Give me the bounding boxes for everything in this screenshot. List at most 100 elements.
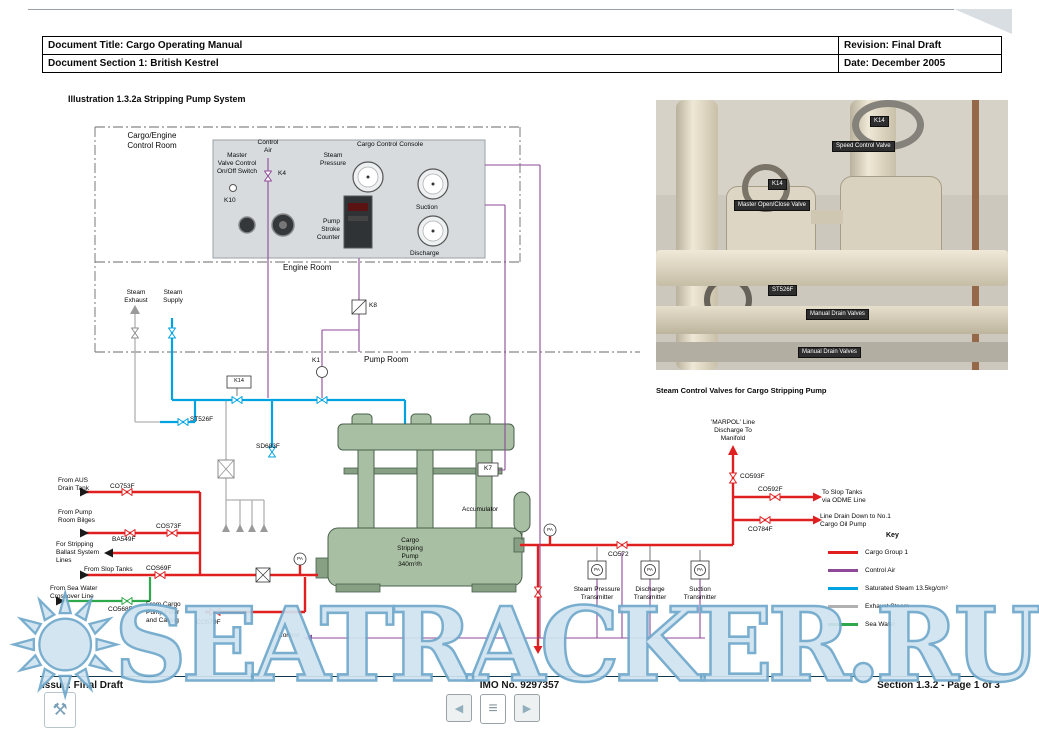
legend-label-sea-water: Sea Water [865, 621, 896, 628]
label-from-sea-water: From Sea Water Crossover Line [50, 585, 98, 601]
footer-imo: IMO No. 9297357 [479, 680, 560, 691]
legend-label-cargo: Cargo Group 1 [865, 549, 908, 556]
label-control-bus: Control [278, 632, 299, 639]
legend-row: Sea Water [828, 621, 1018, 628]
label-suction-transmitter: Suction Transmitter [683, 586, 717, 602]
photo-connecting-pipe [811, 210, 843, 224]
legend-label-steam: Saturated Steam 13.5kg/cm² [865, 585, 948, 592]
steam-control-valves-photo: K14 Speed Control Valve K14 Master Open/… [656, 100, 1008, 370]
footer-rule [40, 676, 1000, 677]
label-steam-exhaust: Steam Exhaust [124, 289, 148, 305]
label-ba549f: BA549F [112, 536, 136, 543]
photo-caption: Steam Control Valves for Cargo Stripping… [656, 386, 827, 395]
label-cos69f: COS69F [146, 565, 172, 572]
stripping-pump-body [315, 413, 531, 593]
label-co568f: CO568F [108, 606, 133, 613]
label-k7: K7 [484, 465, 492, 472]
label-line-drain-down: Line Drain Down to No.1 Cargo Oil Pump [820, 513, 891, 529]
legend-swatch-control-air [828, 569, 858, 572]
photo-label-speed-control-valve: Speed Control Valve [832, 141, 895, 152]
document-revision: Revision: Final Draft [839, 37, 1001, 55]
label-console-title: Cargo Control Console [356, 141, 424, 148]
legend-row: Saturated Steam 13.5kg/cm² [828, 585, 1018, 592]
label-pa-transmitter-1: PA [594, 567, 600, 572]
legend: Key Cargo Group 1 Control Air Saturated … [828, 532, 1018, 639]
label-control-air: Control Air [257, 139, 279, 155]
label-accumulator: Accumulator [462, 506, 499, 513]
document-date: Date: December 2005 [844, 58, 946, 69]
label-from-aus-drain-tank: From AUS Drain Tank [58, 477, 89, 493]
label-from-cargo-pump-filter: From Cargo Pump Filter and Casing [146, 601, 181, 625]
label-k10: K10 [224, 197, 236, 204]
photo-label-k14-top: K14 [870, 116, 889, 127]
legend-row: Control Air [828, 567, 1018, 574]
cargo-control-console-panel [212, 139, 486, 259]
legend-row: Exhaust Steam [828, 603, 1018, 610]
label-co593f: CO593F [740, 473, 765, 480]
document-section: Document Section 1: British Kestrel [43, 55, 839, 72]
label-co592f: CO592F [758, 486, 783, 493]
label-engine-room: Engine Room [283, 263, 332, 272]
label-steam-supply: Steam Supply [163, 289, 183, 305]
legend-swatch-steam [828, 587, 858, 590]
label-steam-pressure-transmitter: Steam Pressure Transmitter [573, 586, 621, 602]
photo-horizontal-pipe-1 [656, 250, 1008, 286]
label-k4: K4 [278, 170, 286, 177]
photo-label-k14-side: K14 [768, 179, 787, 190]
photo-label-master-open-close: Master Open/Close Valve [734, 200, 810, 211]
hammer-icon: ⚒ [52, 700, 68, 720]
label-pa-discharge: PA [547, 527, 553, 532]
label-pa-transmitter-3: PA [697, 567, 703, 572]
page-top-rule [28, 9, 954, 10]
label-pump-room: Pump Room [364, 355, 409, 364]
legend-row: Cargo Group 1 [828, 549, 1018, 556]
legend-label-control-air: Control Air [865, 567, 896, 574]
label-k1: K1 [312, 357, 320, 364]
label-steam-pressure-gauge: Steam Pressure [319, 152, 346, 168]
label-co572: CO572 [608, 551, 629, 558]
label-from-slop-tanks: From Slop Tanks [84, 566, 133, 573]
legend-label-exhaust: Exhaust Steam [865, 603, 910, 610]
prev-page-button[interactable]: ◀ [446, 694, 472, 722]
steam-supply-lines [160, 318, 407, 450]
label-pa-suction: PA [297, 556, 303, 561]
legend-swatch-sea-water [828, 623, 858, 626]
exhaust-steam-lines [130, 305, 268, 532]
label-to-slop-tanks: To Slop Tanks via ODME Line [822, 489, 866, 505]
label-stripping-ballast: For Stripping Ballast System Lines [56, 541, 99, 565]
photo-copper-pipe [972, 100, 979, 370]
label-co784f: CO784F [748, 526, 773, 533]
contents-button[interactable]: ≡ [480, 694, 506, 724]
label-cargo-stripping-pump: Cargo Stripping Pump 340m³/h [397, 537, 423, 569]
label-k8: K8 [369, 302, 377, 309]
label-k14: K14 [234, 378, 244, 384]
label-master-valve-switch: Master Valve Control On/Off Switch [217, 152, 257, 176]
label-co570f: CO570F [196, 619, 221, 626]
label-pa-transmitter-2: PA [647, 567, 653, 572]
tool-icon-button[interactable]: ⚒ [44, 692, 76, 728]
page-corner-fold [954, 9, 1012, 34]
room-boundaries [94, 126, 640, 353]
next-page-button[interactable]: ▶ [514, 694, 540, 722]
legend-title: Key [886, 532, 899, 539]
label-discharge-transmitter: Discharge Transmitter [633, 586, 667, 602]
label-pump-stroke-counter: Pump Stroke Counter [316, 218, 340, 242]
legend-swatch-exhaust [828, 605, 858, 608]
label-sd683f: SD683F [256, 443, 280, 450]
photo-label-manual-drain-1: Manual Drain Valves [806, 309, 869, 320]
label-marpol-line: 'MARPOL' Line Discharge To Manifold [710, 419, 756, 443]
label-cos73f: COS73F [156, 523, 182, 530]
label-co753f: CO753F [110, 483, 135, 490]
photo-label-manual-drain-2: Manual Drain Valves [798, 347, 861, 358]
photo-label-st526f: ST526F [768, 285, 798, 296]
label-suction-gauge: Suction [416, 204, 438, 211]
footer-section-page: Section 1.3.2 - Page 1 of 3 [877, 680, 1000, 691]
document-header-table: Document Title: Cargo Operating Manual R… [42, 36, 1002, 73]
label-from-pump-room-bilges: From Pump Room Bilges [58, 509, 95, 525]
label-control-room: Cargo/Engine Control Room [127, 131, 177, 150]
label-st526f: ST526F [190, 416, 214, 423]
legend-swatch-cargo [828, 551, 858, 554]
next-arrow-icon: ▶ [522, 702, 532, 715]
